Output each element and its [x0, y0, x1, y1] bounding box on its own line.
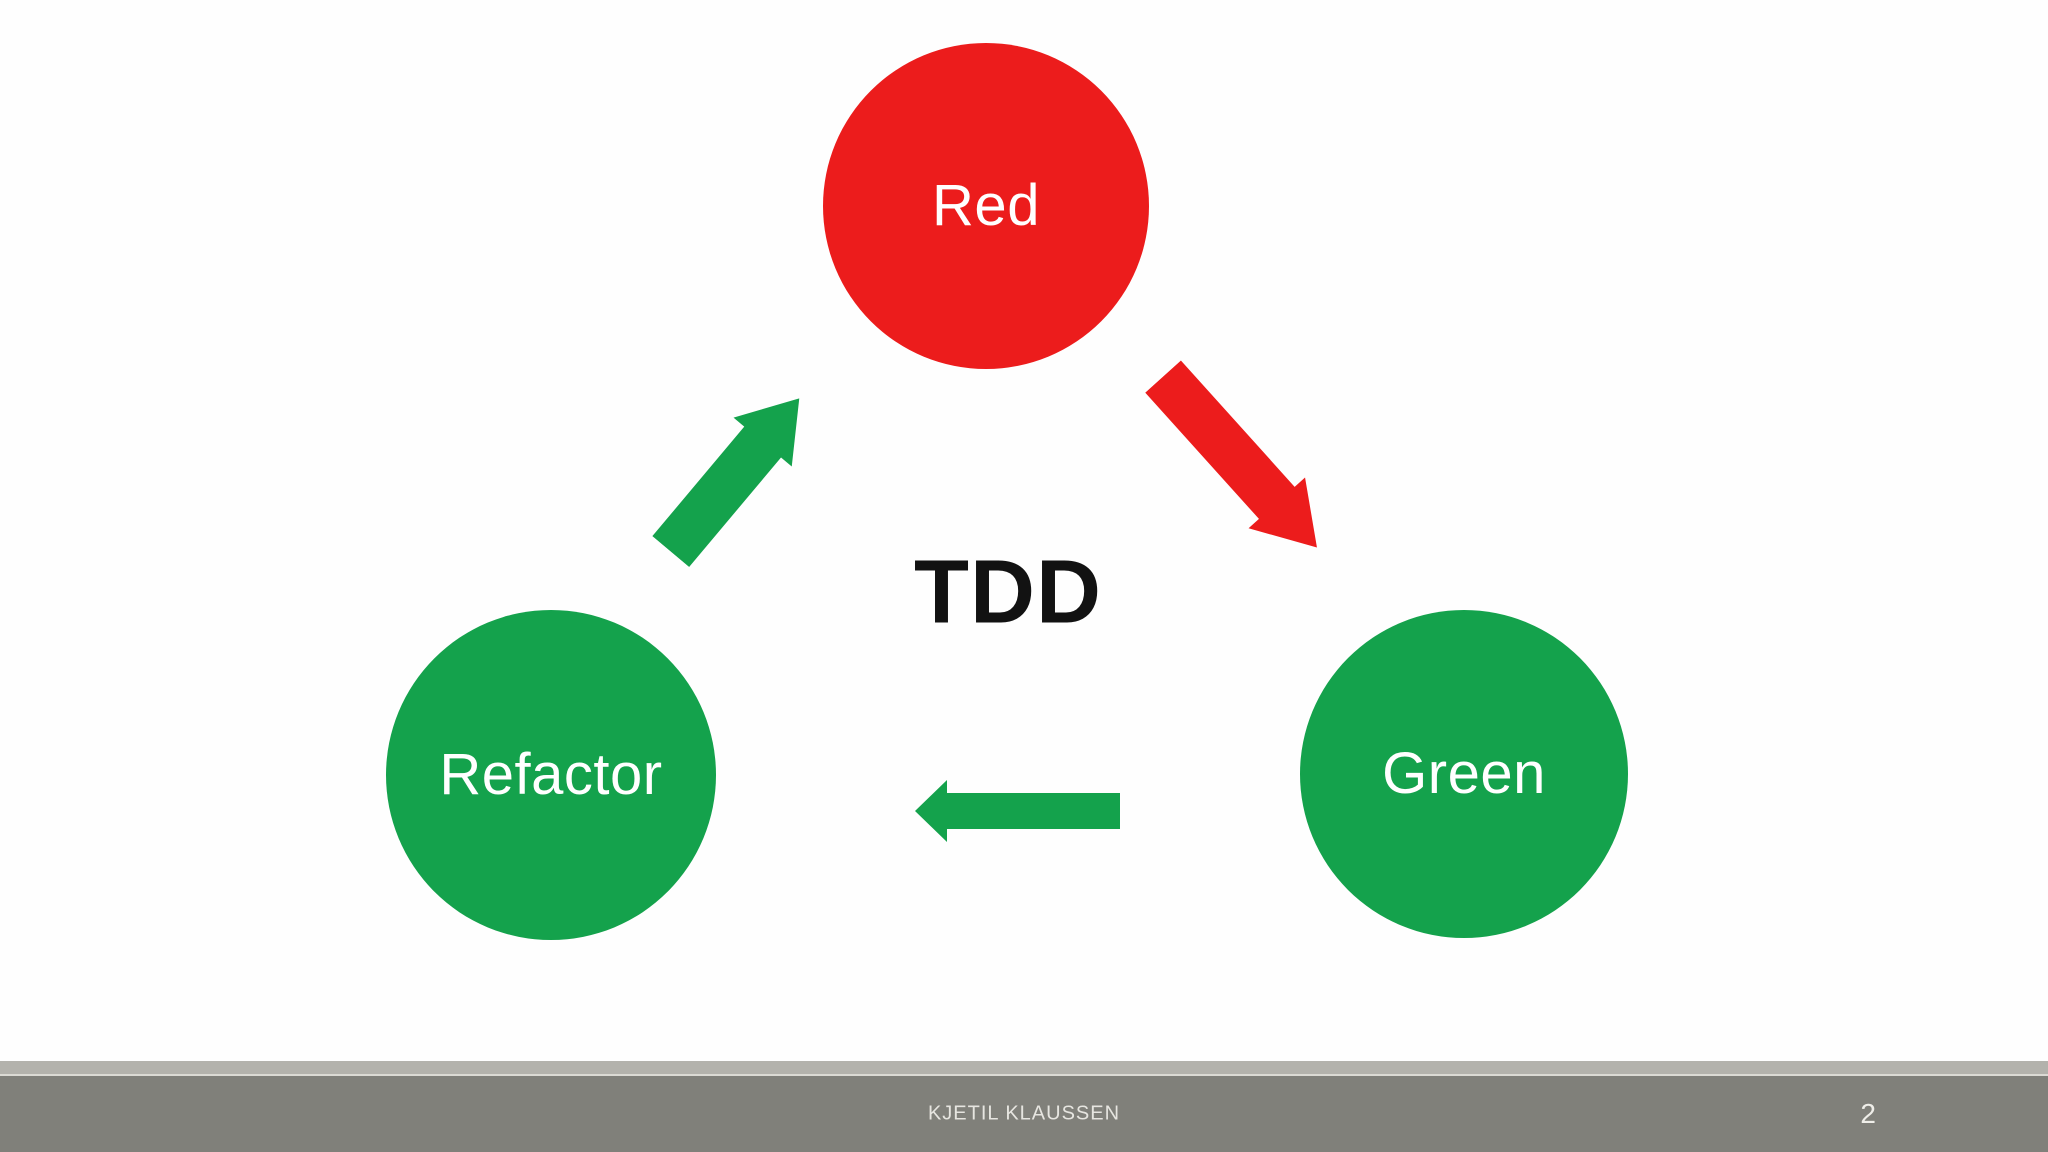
footer: KJETIL KLAUSSEN 2 [0, 1061, 2048, 1152]
node-refactor-circle: Refactor [386, 610, 716, 940]
node-red-circle: Red [823, 43, 1149, 369]
center-title: TDD [914, 542, 1102, 643]
node-refactor-label: Refactor [439, 742, 663, 807]
footer-hairline [0, 1074, 2048, 1076]
node-red-label: Red [932, 173, 1040, 238]
footer-author-text: KJETIL KLAUSSEN [927, 1102, 1121, 1125]
node-green-circle: Green [1300, 610, 1628, 938]
node-green-label: Green [1382, 741, 1546, 806]
arrow-left-icon [915, 780, 1120, 842]
slide-page-number: 2 [1860, 1098, 1876, 1129]
arrow-up-right-icon [652, 398, 800, 568]
arrow-down-right-icon [1145, 360, 1317, 548]
footer-bar: KJETIL KLAUSSEN 2 [0, 1076, 2048, 1152]
footer-top-strip [0, 1061, 2048, 1074]
